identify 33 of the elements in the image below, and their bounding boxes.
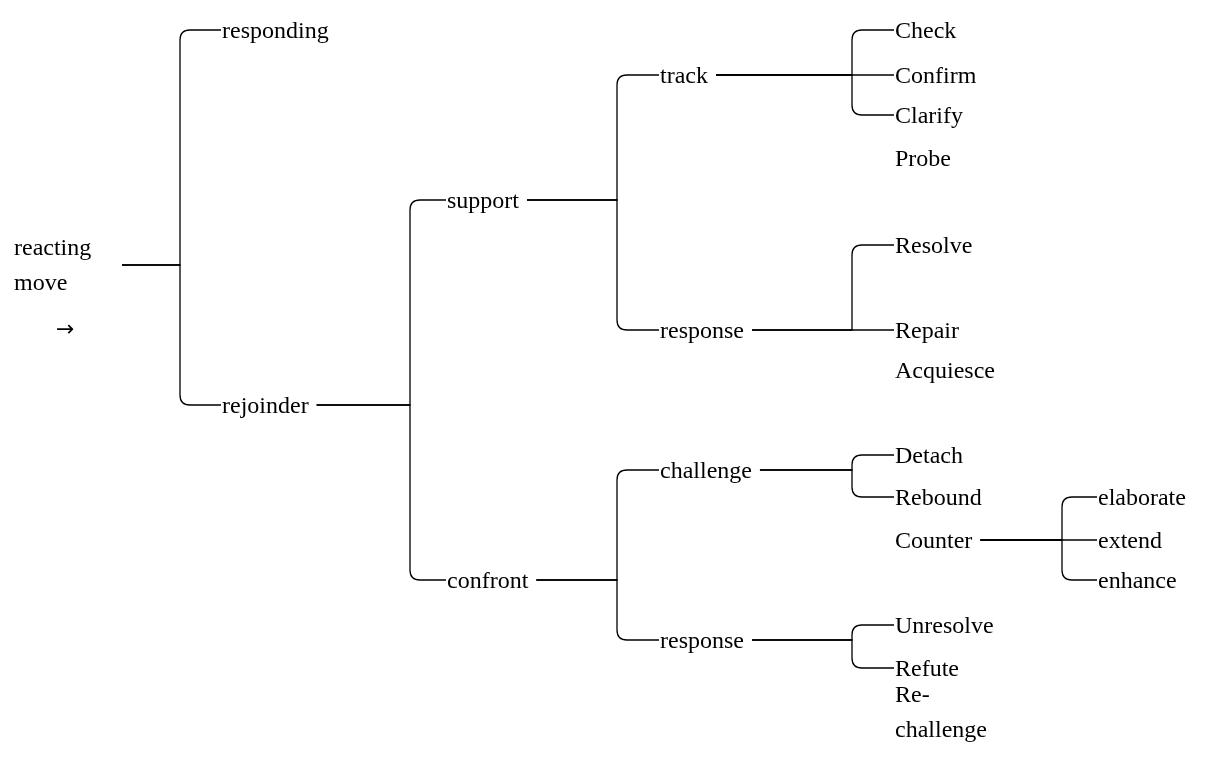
bracket-line	[316, 404, 447, 581]
bracket-line	[759, 469, 895, 498]
term-label: response	[660, 312, 744, 348]
term-label: Resolve	[895, 227, 973, 263]
term-label: support	[447, 182, 519, 218]
term-label: responding	[222, 12, 329, 48]
term-label: challenge	[660, 452, 752, 488]
term-label: enhance	[1098, 562, 1177, 598]
term-label: Counter	[895, 522, 973, 558]
term-label: extend	[1098, 522, 1162, 558]
arrow-symbol: →	[56, 318, 75, 340]
term-label: Probe	[895, 140, 951, 176]
term-label: reacting move	[14, 230, 114, 300]
term-label: Rebound	[895, 479, 982, 515]
bracket-line	[751, 329, 895, 331]
term-label: rejoinder	[222, 387, 309, 423]
bracket-line	[121, 264, 222, 406]
term-label: Clarify	[895, 97, 963, 133]
term-label: Detach	[895, 437, 963, 473]
bracket-line	[526, 199, 660, 331]
term-label: Acquiesce	[895, 352, 995, 388]
bracket-line	[979, 539, 1098, 581]
term-label: Unresolve	[895, 607, 994, 643]
bracket-line	[535, 579, 660, 641]
bracket-line	[751, 639, 895, 669]
bracket-line	[715, 74, 895, 116]
term-label: confront	[447, 562, 529, 598]
term-label: elaborate	[1098, 479, 1186, 515]
term-label: response	[660, 622, 744, 658]
term-label: Confirm	[895, 57, 977, 93]
term-label: track	[660, 57, 708, 93]
term-label: Check	[895, 12, 957, 48]
term-label: Repair	[895, 312, 959, 348]
